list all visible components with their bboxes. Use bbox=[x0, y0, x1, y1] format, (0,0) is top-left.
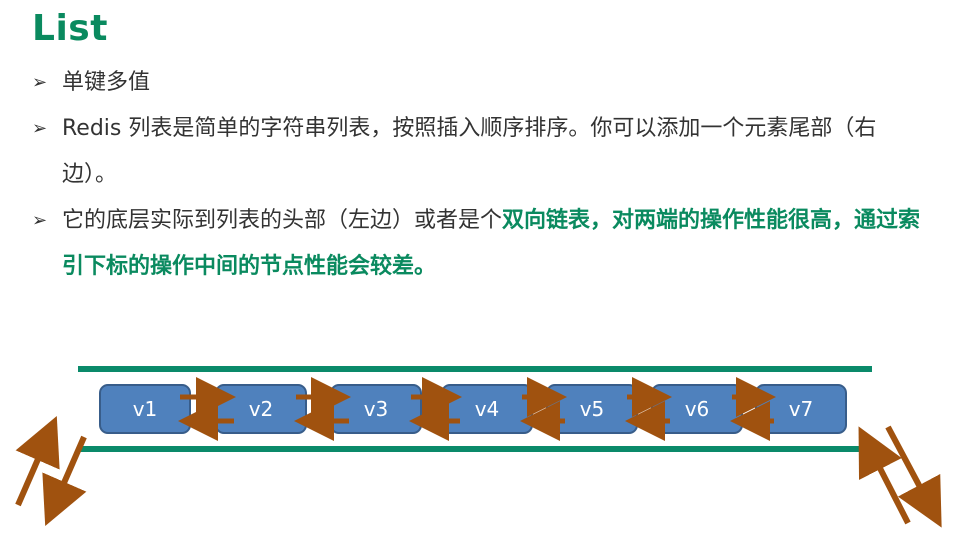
nodes-group: v1 v2 v3 v4 v5 v6 v7 bbox=[99, 384, 847, 434]
bullet-2-part-1: Redis 列表是简单的字符串列表，按照插入顺序排序。你可以添加一个元素尾部（右… bbox=[62, 116, 877, 187]
list-node-label: v3 bbox=[364, 397, 389, 421]
left-down-arrow-icon bbox=[42, 435, 87, 527]
list-node-label: v5 bbox=[580, 397, 605, 421]
list-node-v6: v6 bbox=[651, 384, 743, 434]
bidirectional-link-v2-v3 bbox=[294, 377, 351, 441]
list-node-v2: v2 bbox=[215, 384, 307, 434]
bidirectional-link-v1-v2 bbox=[178, 377, 236, 441]
list-node-v4: v4 bbox=[441, 384, 533, 434]
bullet-3-part-1: 它的底层实际到列表的头部（左边）或者是个 bbox=[62, 208, 503, 233]
list-node-v3: v3 bbox=[330, 384, 422, 434]
bullet-item-2: ➢ Redis 列表是简单的字符串列表，按照插入顺序排序。你可以添加一个元素尾部… bbox=[30, 106, 930, 198]
linked-list-diagram: v1 v2 v3 v4 v5 v6 v7 bbox=[0, 345, 962, 537]
bullet-item-1: ➢ 单键多值 bbox=[30, 60, 930, 106]
list-node-v1: v1 bbox=[99, 384, 191, 434]
list-node-v7: v7 bbox=[755, 384, 847, 434]
bullet-arrow-icon: ➢ bbox=[32, 210, 48, 231]
left-up-arrow-icon bbox=[15, 415, 60, 507]
list-node-v5: v5 bbox=[546, 384, 638, 434]
links-group bbox=[178, 377, 776, 441]
bullet-item-3: ➢ 它的底层实际到列表的头部（左边）或者是个双向链表，对两端的操作性能很高，通过… bbox=[30, 198, 930, 290]
bullet-arrow-icon: ➢ bbox=[32, 72, 48, 93]
list-node-label: v2 bbox=[249, 397, 274, 421]
list-node-label: v7 bbox=[789, 397, 814, 421]
bullet-arrow-icon: ➢ bbox=[32, 118, 48, 139]
left-end-arrows bbox=[15, 415, 87, 527]
right-down-arrow-icon bbox=[885, 425, 942, 528]
list-node-label: v1 bbox=[133, 397, 158, 421]
bidirectional-link-v6-v7 bbox=[730, 377, 776, 441]
right-end-arrows bbox=[858, 425, 942, 528]
bidirectional-link-v5-v6 bbox=[625, 377, 672, 441]
page-title: List bbox=[32, 8, 108, 49]
linked-list-svg: v1 v2 v3 v4 v5 v6 v7 bbox=[15, 366, 942, 528]
bullet-text-3: 它的底层实际到列表的头部（左边）或者是个双向链表，对两端的操作性能很高，通过索引… bbox=[62, 198, 930, 290]
list-node-label: v4 bbox=[475, 397, 500, 421]
list-node-label: v6 bbox=[685, 397, 710, 421]
bullet-list: ➢ 单键多值 ➢ Redis 列表是简单的字符串列表，按照插入顺序排序。你可以添… bbox=[30, 60, 930, 290]
bullet-text-2: Redis 列表是简单的字符串列表，按照插入顺序排序。你可以添加一个元素尾部（右… bbox=[62, 106, 930, 198]
bullet-1-part-1: 单键多值 bbox=[62, 70, 151, 95]
bullet-3-part-2-strong: 双向链表，对两端的操作性能很高，通过索引下标的操作中间的节点性能会较差。 bbox=[62, 208, 921, 279]
bidirectional-link-v4-v5 bbox=[520, 377, 567, 441]
bidirectional-link-v3-v4 bbox=[409, 377, 462, 441]
bullet-text-1: 单键多值 bbox=[62, 60, 930, 106]
